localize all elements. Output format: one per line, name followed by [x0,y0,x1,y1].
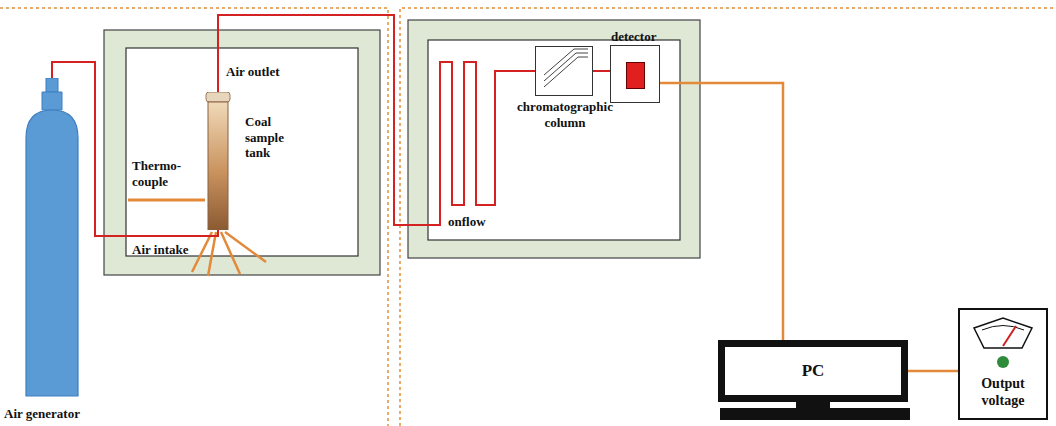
region-border [0,8,388,426]
pipe-connector [218,15,535,225]
thermocouple-wire [128,199,205,202]
pipe-connector [660,83,783,340]
oven-housing [104,30,380,275]
pc-monitor: PC [718,340,908,402]
connector-line [660,83,783,340]
node-label: Output voltage [960,376,1046,410]
part-label: onflow [448,214,508,230]
connector-line [593,70,610,72]
node-label: Coal sample tank [245,114,307,161]
detector-box: detector [610,45,660,103]
pc-base [720,408,910,420]
output-voltage-meter: Output voltage [958,308,1048,420]
part-label: Air outlet [226,64,306,80]
pipe-connector [593,71,610,72]
connector-line [218,15,535,225]
node-label: chromatographic column [500,99,630,130]
chromatographic-column: chromatographic column [535,46,593,96]
part-label: Thermo- couple [132,158,188,189]
part-label: Air intake [132,242,202,258]
chromatograph-chamber [428,40,680,240]
node-label: Air generator [4,406,80,422]
node-label: PC [802,361,825,381]
meter-dial [972,316,1034,350]
indicator-lamp [997,356,1009,368]
node-label: detector [611,29,656,45]
connector-line [908,370,958,373]
air-cylinder: Air generator [4,78,100,422]
pipe-connector [908,371,958,372]
coal-sample-tank: Coal sample tank [205,92,231,230]
cylinder-body [4,78,100,398]
column-coil [536,47,592,95]
tank-shape [205,92,231,230]
detector-cell [626,62,645,89]
tank-legs [192,232,266,276]
oven-chamber [126,48,358,256]
